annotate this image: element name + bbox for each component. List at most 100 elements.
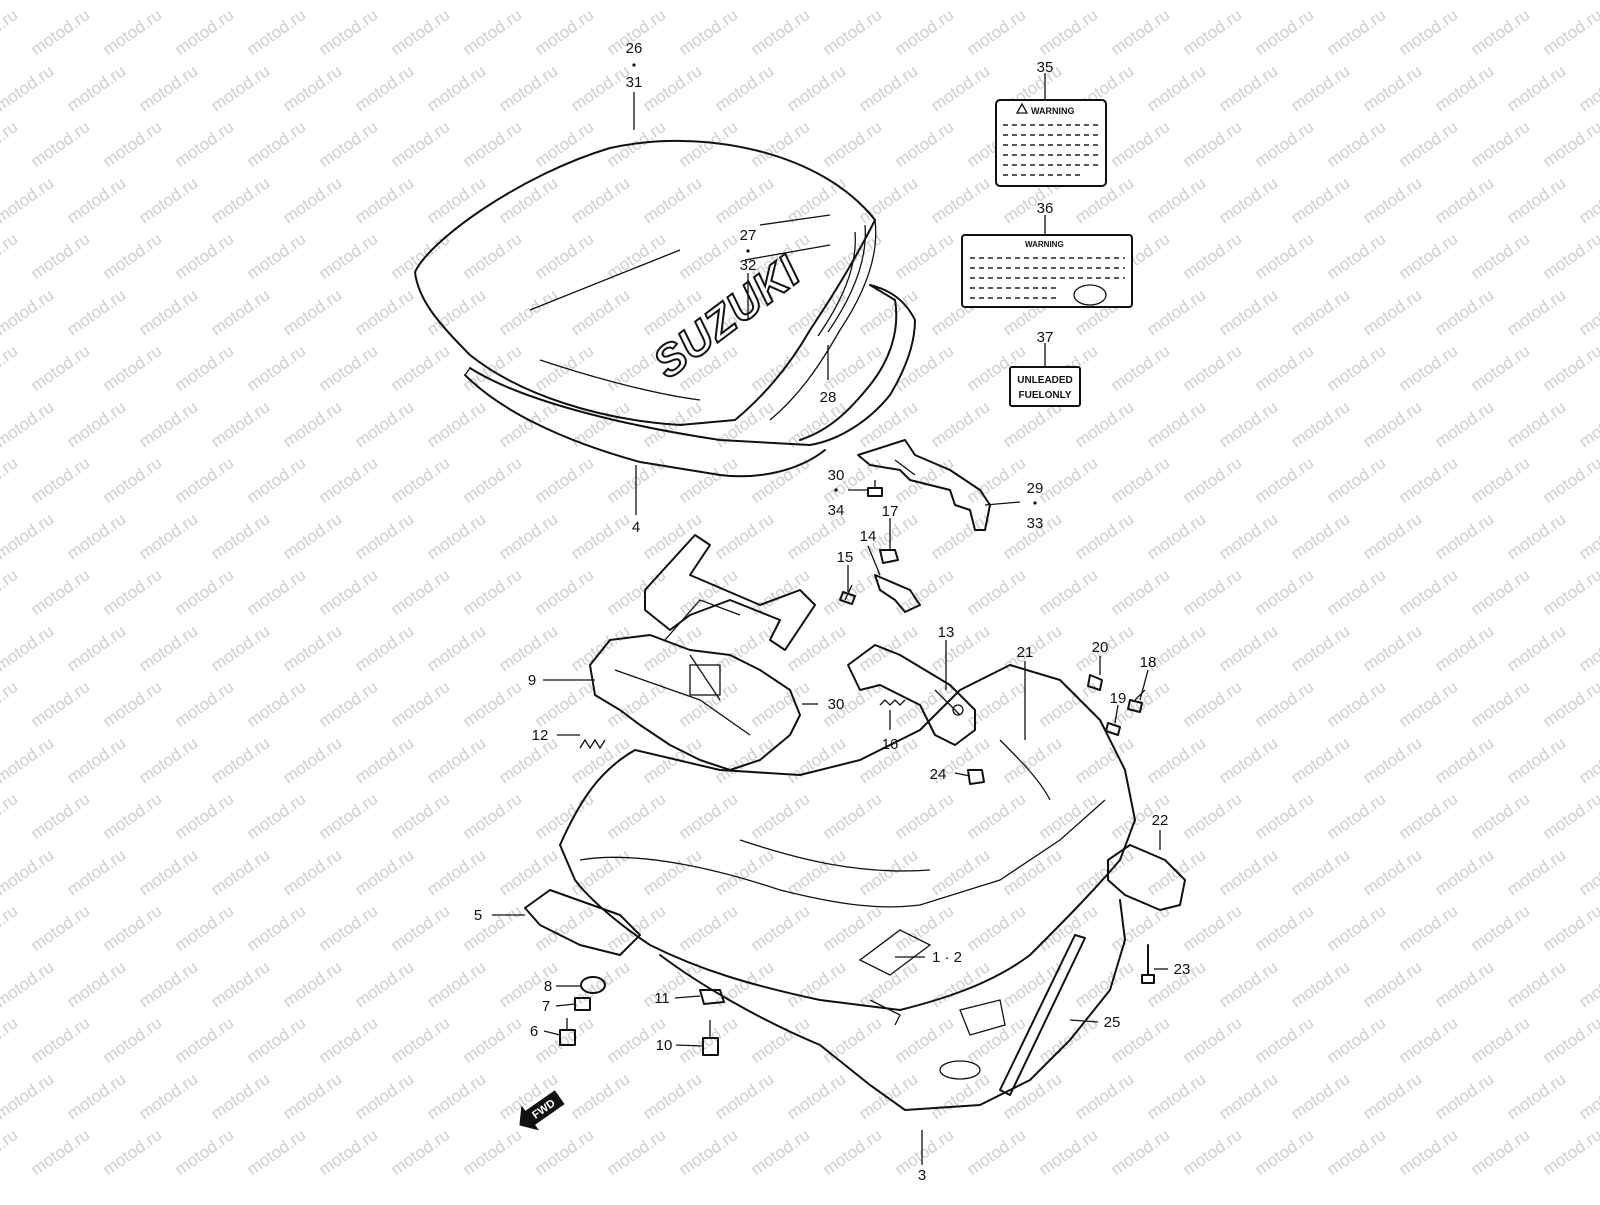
watermark-text: motod.ru — [1503, 1069, 1569, 1123]
watermark-text: motod.ru — [171, 1013, 237, 1067]
watermark-text: motod.ru — [459, 901, 525, 955]
watermark-text: motod.ru — [891, 5, 957, 59]
watermark-text: motod.ru — [711, 509, 777, 563]
watermark-text: motod.ru — [1467, 117, 1533, 171]
watermark-text: motod.ru — [351, 173, 417, 227]
watermark-text: motod.ru — [135, 733, 201, 787]
watermark-text: motod.ru — [1323, 5, 1389, 59]
bracket-14 — [874, 574, 921, 613]
watermark-text: motod.ru — [603, 901, 669, 955]
watermark-text: motod.ru — [207, 957, 273, 1011]
side-rail-25 — [999, 934, 1086, 1096]
watermark-text: motod.ru — [63, 957, 129, 1011]
watermark-text: motod.ru — [0, 621, 57, 675]
watermark-text: motod.ru — [1395, 5, 1461, 59]
watermark-text: motod.ru — [1431, 1069, 1497, 1123]
watermark-text: motod.ru — [495, 621, 561, 675]
watermark-text: motod.ru — [1359, 621, 1425, 675]
leader-lines — [492, 73, 1168, 1165]
watermark-text: motod.ru — [1287, 509, 1353, 563]
watermark-text: motod.ru — [1035, 677, 1101, 731]
watermark-text: motod.ru — [891, 453, 957, 507]
watermark-text: motod.ru — [675, 789, 741, 843]
watermark-text: motod.ru — [63, 397, 129, 451]
watermark-text: motod.ru — [1575, 733, 1600, 787]
watermark-text: motod.ru — [1143, 509, 1209, 563]
watermark-text: motod.ru — [1395, 1125, 1461, 1179]
bolt-6 — [559, 1018, 576, 1046]
watermark-text: motod.ru — [1431, 61, 1497, 115]
callout-11: 11 — [654, 990, 670, 1007]
watermark-text: motod.ru — [1215, 397, 1281, 451]
watermark-text: motod.ru — [1539, 453, 1600, 507]
callout-33: 33 — [1027, 515, 1044, 532]
watermark-text: motod.ru — [855, 397, 921, 451]
watermark-text: motod.ru — [171, 453, 237, 507]
watermark-text: motod.ru — [387, 1125, 453, 1179]
watermark-text: motod.ru — [1539, 1125, 1600, 1179]
watermark-text: motod.ru — [243, 565, 309, 619]
watermark-text: motod.ru — [0, 0, 57, 3]
watermark-text: motod.ru — [1215, 173, 1281, 227]
callout-37: 37 — [1037, 329, 1054, 346]
watermark-text: motod.ru — [1071, 845, 1137, 899]
watermark-text: motod.ru — [891, 565, 957, 619]
watermark-text: motod.ru — [63, 0, 129, 3]
callout-23: 23 — [1174, 961, 1191, 978]
watermark-text: motod.ru — [1539, 789, 1600, 843]
watermark-text: motod.ru — [1503, 509, 1569, 563]
watermark-text: motod.ru — [1575, 173, 1600, 227]
watermark-text: motod.ru — [1395, 117, 1461, 171]
collar-7 — [574, 997, 591, 1011]
callout-1-2: 1 · 2 — [932, 949, 962, 966]
watermark-text: motod.ru — [747, 117, 813, 171]
watermark-text: motod.ru — [1395, 565, 1461, 619]
watermark-text: motod.ru — [891, 901, 957, 955]
watermark-text: motod.ru — [387, 789, 453, 843]
callout-36: 36 — [1037, 200, 1054, 217]
watermark-text: motod.ru — [387, 117, 453, 171]
watermark-text: motod.ru — [279, 733, 345, 787]
watermark-text: motod.ru — [135, 957, 201, 1011]
lower-cover-part — [559, 664, 1136, 1111]
watermark-text: motod.ru — [1179, 565, 1245, 619]
watermark-text: motod.ru — [963, 1125, 1029, 1179]
watermark-text: motod.ru — [279, 397, 345, 451]
watermark-text: motod.ru — [675, 677, 741, 731]
watermark-text: motod.ru — [0, 397, 57, 451]
watermark-text: motod.ru — [351, 509, 417, 563]
watermark-text: motod.ru — [1575, 957, 1600, 1011]
watermark-text: motod.ru — [531, 677, 597, 731]
watermark-text: motod.ru — [99, 453, 165, 507]
unleaded-label-37: UNLEADED FUELONLY — [1009, 366, 1081, 407]
watermark-text: motod.ru — [27, 453, 93, 507]
watermark-text: motod.ru — [891, 341, 957, 395]
watermark-text: motod.ru — [63, 61, 129, 115]
watermark-text: motod.ru — [783, 173, 849, 227]
callout-27: 27 — [740, 227, 757, 244]
grommet-8 — [580, 976, 606, 994]
watermark-text: motod.ru — [387, 453, 453, 507]
watermark-text: motod.ru — [387, 229, 453, 283]
watermark-text: motod.ru — [27, 229, 93, 283]
watermark-text: motod.ru — [243, 789, 309, 843]
watermark-text: motod.ru — [1323, 565, 1389, 619]
watermark-text: motod.ru — [1323, 1013, 1389, 1067]
watermark-text: motod.ru — [171, 789, 237, 843]
watermark-text: motod.ru — [639, 845, 705, 899]
watermark-text: motod.ru — [1143, 0, 1209, 3]
watermark-text: motod.ru — [639, 1069, 705, 1123]
callout-15: 15 — [837, 549, 854, 566]
callout-24: 24 — [930, 766, 947, 783]
watermark-text: motod.ru — [1503, 621, 1569, 675]
watermark-text: motod.ru — [927, 0, 993, 3]
watermark-text: motod.ru — [315, 341, 381, 395]
watermark-text: motod.ru — [243, 1125, 309, 1179]
watermark-text: motod.ru — [63, 173, 129, 227]
watermark-text: motod.ru — [387, 677, 453, 731]
watermark-text: motod.ru — [27, 677, 93, 731]
watermark-text: motod.ru — [387, 341, 453, 395]
watermark-text: motod.ru — [1107, 117, 1173, 171]
watermark-text: motod.ru — [531, 229, 597, 283]
watermark-text: motod.ru — [0, 733, 57, 787]
